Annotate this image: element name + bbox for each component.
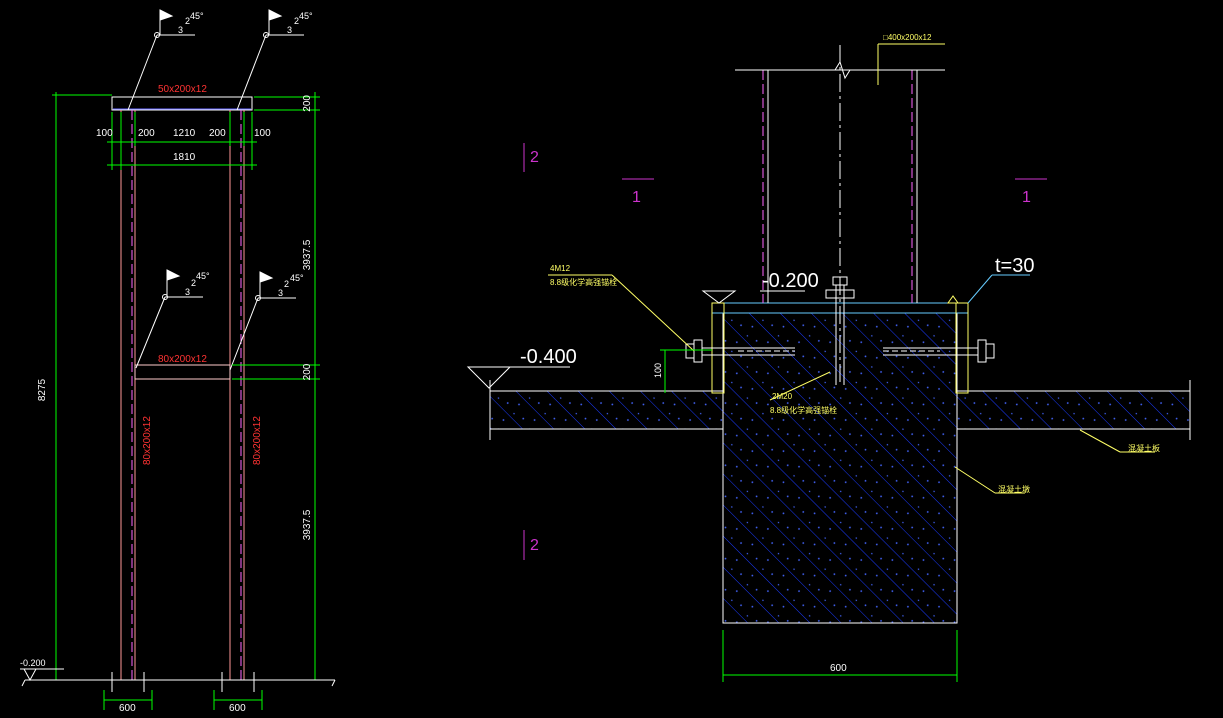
height-dimensions: [52, 92, 320, 680]
plate-thickness-label: t=30: [995, 255, 1034, 277]
svg-text:100: 100: [653, 363, 663, 378]
mid-beam: [134, 364, 231, 380]
svg-text:2: 2: [191, 278, 196, 288]
svg-text:45°: 45°: [290, 273, 304, 283]
bolt-left-label-1: 4M12: [550, 264, 571, 273]
svg-text:600: 600: [119, 703, 136, 714]
svg-text:200: 200: [138, 128, 155, 139]
top-beam-label: 50x200x12: [158, 84, 207, 95]
svg-text:3937.5: 3937.5: [302, 239, 313, 270]
steel-column: [735, 45, 945, 385]
left-column-label: 80x200x12: [142, 416, 153, 465]
weld-symbol-4: 3 2 45°: [229, 271, 304, 371]
mid-beam-label: 80x200x12: [158, 354, 207, 365]
left-column: [120, 110, 136, 680]
weld-symbol-3: 3 2 45°: [135, 269, 210, 369]
frame-elevation: 50x200x12 80x200x12 80x200x12 80x200x12 …: [20, 9, 336, 714]
width-dimensions: [107, 112, 257, 170]
right-anchor-bolt: [883, 339, 995, 363]
svg-text:2: 2: [284, 279, 289, 289]
bolt-center-label-1: 2M20: [772, 392, 793, 401]
level-ground-label: -0.400: [520, 346, 577, 368]
section-marks: 2 1 1 2: [523, 143, 1047, 560]
weld-symbol-1: 3 2 45°: [127, 9, 204, 111]
pier-label: 混凝土墩: [998, 484, 1030, 494]
level-top-label: -0.200: [762, 270, 819, 292]
svg-text:2: 2: [185, 16, 190, 26]
svg-text:45°: 45°: [196, 271, 210, 281]
top-beam: [111, 96, 253, 111]
svg-text:3937.5: 3937.5: [302, 509, 313, 540]
svg-text:3: 3: [185, 287, 190, 297]
svg-text:200: 200: [209, 128, 226, 139]
right-column-label: 80x200x12: [252, 416, 263, 465]
svg-text:100: 100: [96, 128, 113, 139]
center-anchor-bolt: [825, 276, 855, 385]
right-column: [229, 110, 245, 680]
svg-text:1: 1: [632, 189, 641, 206]
svg-text:1210: 1210: [173, 128, 196, 139]
width-total-label: 1810: [173, 152, 196, 163]
pier-width-label: 600: [830, 663, 847, 674]
weld-symbol-2: 3 2 45°: [236, 9, 313, 111]
svg-text:45°: 45°: [299, 11, 313, 21]
bolt-center-label-2: 8.8级化学高强锚栓: [770, 405, 837, 415]
svg-text:1: 1: [1022, 189, 1031, 206]
svg-text:600: 600: [229, 703, 246, 714]
svg-text:2: 2: [530, 149, 539, 166]
svg-text:200: 200: [302, 363, 313, 380]
svg-text:2: 2: [294, 16, 299, 26]
slab-label: 混凝土板: [1128, 443, 1160, 453]
svg-text:2: 2: [530, 537, 539, 554]
svg-text:3: 3: [278, 288, 283, 298]
column-section-label: □400x200x12: [883, 33, 932, 42]
svg-text:100: 100: [254, 128, 271, 139]
base-detail: □400x200x12 -0.200: [466, 33, 1191, 682]
svg-text:200: 200: [302, 95, 313, 112]
svg-text:3: 3: [287, 25, 292, 35]
base-level-label: -0.200: [20, 658, 46, 668]
total-height-label: 8275: [37, 378, 48, 401]
svg-text:3: 3: [178, 25, 183, 35]
bolt-left-label-2: 8.8级化学高强锚栓: [550, 277, 617, 287]
svg-text:45°: 45°: [190, 11, 204, 21]
